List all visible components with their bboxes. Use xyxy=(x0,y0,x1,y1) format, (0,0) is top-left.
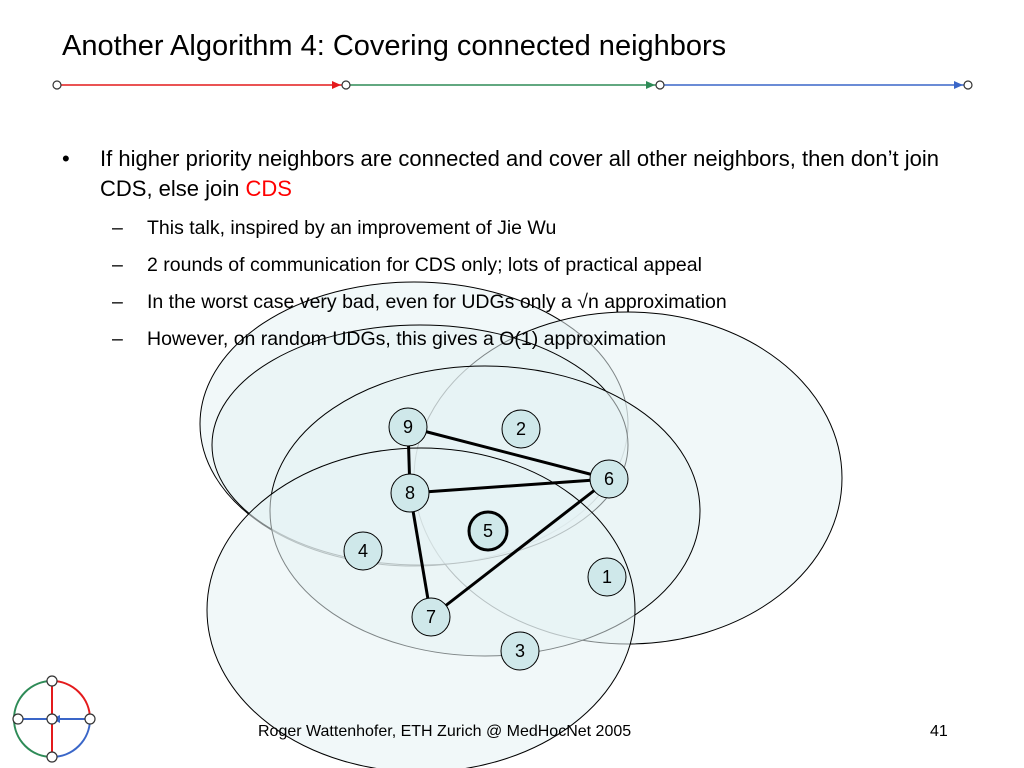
page-number: 41 xyxy=(930,723,948,740)
node-label-5: 5 xyxy=(483,521,493,541)
sub-bullet-marker: – xyxy=(112,217,123,239)
main-bullet-text: If higher priority neighbors are connect… xyxy=(100,146,939,201)
main-bullet: • If higher priority neighbors are conne… xyxy=(62,144,962,204)
node-4: 4 xyxy=(343,531,383,571)
node-label-9: 9 xyxy=(403,417,413,437)
rule-arrowhead-blue xyxy=(954,81,963,89)
node-9: 9 xyxy=(388,407,428,447)
edge-8-7 xyxy=(408,491,433,619)
node-label-4: 4 xyxy=(358,541,368,561)
logo-node xyxy=(46,675,58,687)
logo-node xyxy=(46,713,58,725)
sub-bullet: – This talk, inspired by an improvement … xyxy=(100,210,962,247)
sub-bullet-marker: – xyxy=(112,328,123,350)
node-6: 6 xyxy=(589,459,629,499)
node-label-1: 1 xyxy=(602,567,612,587)
node-label-8: 8 xyxy=(405,483,415,503)
logo-node xyxy=(12,713,24,725)
bullet-marker: • xyxy=(62,146,70,171)
sub-bullet-text: In the worst case very bad, even for UDG… xyxy=(147,291,727,313)
sub-bullet-list: – This talk, inspired by an improvement … xyxy=(62,210,962,358)
logo-arc-red xyxy=(51,680,91,720)
node-1: 1 xyxy=(587,557,627,597)
edge-8-6 xyxy=(408,477,611,495)
main-bullet-highlight: CDS xyxy=(245,176,292,201)
rule-node xyxy=(963,80,973,90)
sub-bullet: – 2 rounds of communication for CDS only… xyxy=(100,247,962,284)
node-8: 8 xyxy=(390,473,430,513)
slide-title: Another Algorithm 4: Covering connected … xyxy=(62,30,727,62)
node-label-7: 7 xyxy=(426,607,436,627)
edge-7-6 xyxy=(429,477,611,619)
node-2: 2 xyxy=(501,409,541,449)
node-3: 3 xyxy=(500,631,540,671)
rule-node xyxy=(52,80,62,90)
sub-bullet-marker: – xyxy=(112,254,123,276)
sub-bullet: – In the worst case very bad, even for U… xyxy=(100,284,962,321)
rule-arrowhead-green xyxy=(646,81,655,89)
sub-bullet-text: This talk, inspired by an improvement of… xyxy=(147,217,557,239)
rule-node xyxy=(655,80,665,90)
node-label-3: 3 xyxy=(515,641,525,661)
logo-node xyxy=(46,751,58,763)
title-rule xyxy=(52,80,973,90)
edge-9-6 xyxy=(406,425,611,481)
node-label-2: 2 xyxy=(516,419,526,439)
sub-bullet-text: 2 rounds of communication for CDS only; … xyxy=(147,254,702,276)
node-label-6: 6 xyxy=(604,469,614,489)
sub-bullet-marker: – xyxy=(112,291,123,313)
eth-logo-icon xyxy=(12,675,96,763)
slide-footer: Roger Wattenhofer, ETH Zurich @ MedHocNe… xyxy=(258,723,632,740)
sub-bullet: – However, on random UDGs, this gives a … xyxy=(100,321,962,358)
logo-node xyxy=(84,713,96,725)
sub-bullet-text: However, on random UDGs, this gives a O(… xyxy=(147,328,667,350)
rule-node xyxy=(341,80,351,90)
node-5: 5 xyxy=(467,510,509,552)
bullet-list: • If higher priority neighbors are conne… xyxy=(62,144,962,358)
node-7: 7 xyxy=(411,597,451,637)
rule-arrowhead-red xyxy=(332,81,341,89)
logo-arc-blue xyxy=(51,718,91,758)
